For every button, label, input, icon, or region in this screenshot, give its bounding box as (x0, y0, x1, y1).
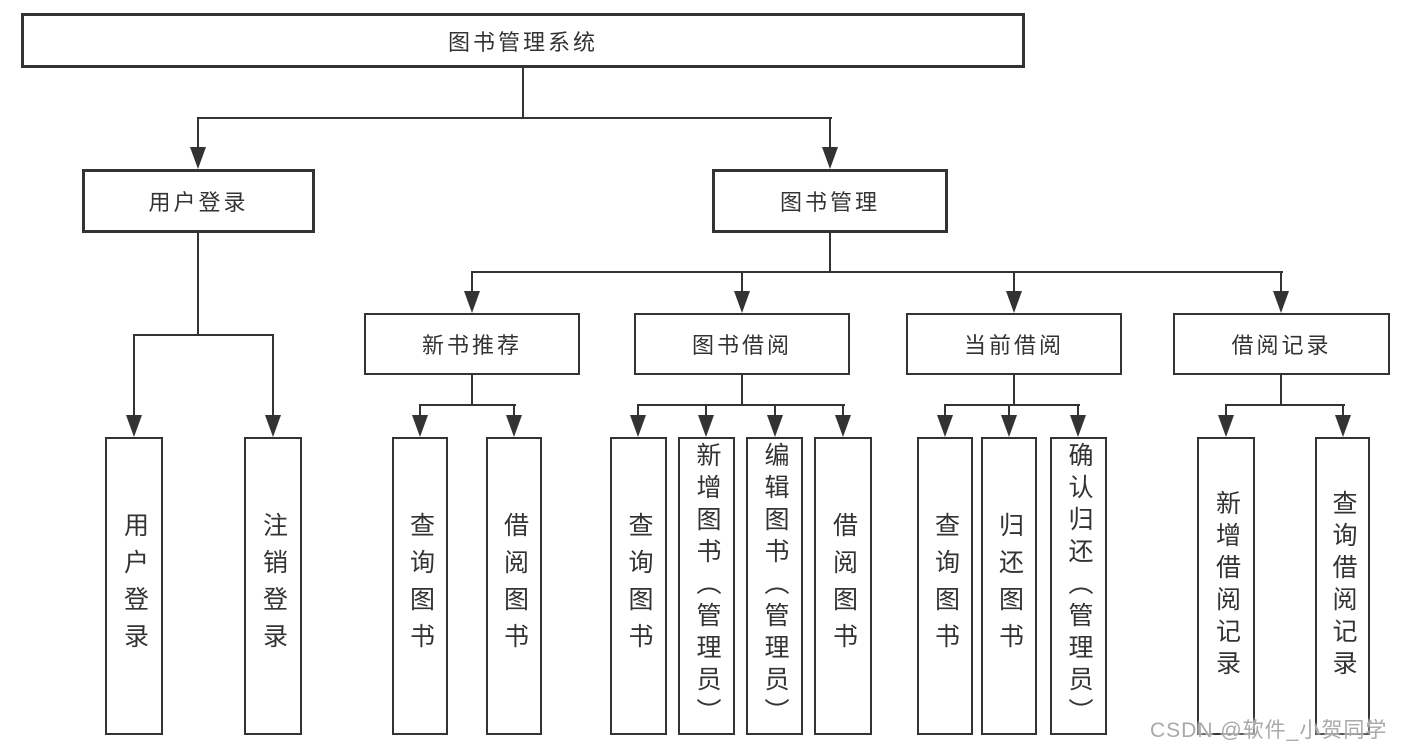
node-label: 借阅图书 (500, 512, 529, 660)
node-label: 用户登录 (148, 190, 249, 215)
connector-line (1013, 375, 1015, 406)
connector-line (944, 404, 1080, 406)
connector-line (741, 375, 743, 406)
node-user-login: 用户登录 (82, 169, 315, 233)
connector-line (1077, 404, 1079, 418)
arrowhead-down (190, 147, 206, 169)
arrowhead-down (506, 415, 522, 437)
connector-line (471, 271, 473, 295)
node-book-management: 图书管理 (712, 169, 948, 233)
connector-line (197, 117, 832, 119)
connector-line (1280, 375, 1282, 406)
node-label: 图书借阅 (691, 333, 792, 358)
leaf-bb-borrow-books: 借阅图书 (814, 437, 872, 735)
connector-line (842, 404, 844, 418)
arrowhead-down (126, 415, 142, 437)
leaf-bb-add-books-admin: 新增图书（管理员） (678, 437, 735, 735)
node-label: 确认归还（管理员） (1065, 442, 1093, 730)
node-label: 新书推荐 (421, 333, 522, 358)
leaf-bb-edit-books-admin: 编辑图书（管理员） (746, 437, 803, 735)
leaf-cb-query-books: 查询图书 (917, 437, 973, 735)
connector-line (419, 404, 421, 418)
connector-line (944, 404, 946, 418)
arrowhead-down (698, 415, 714, 437)
arrowhead-down (412, 415, 428, 437)
node-label: 注销登录 (259, 512, 288, 660)
connector-line (1280, 271, 1282, 295)
connector-line (471, 375, 473, 406)
connector-line (133, 334, 135, 418)
connector-line (1225, 404, 1345, 406)
connector-line (1225, 404, 1227, 418)
connector-line (1008, 404, 1010, 418)
connector-line (197, 117, 199, 150)
connector-line (471, 271, 1283, 273)
leaf-bb-query-books: 查询图书 (610, 437, 667, 735)
arrowhead-down (835, 415, 851, 437)
arrowhead-down (1001, 415, 1017, 437)
connector-line (1013, 271, 1015, 295)
leaf-cb-confirm-return-admin: 确认归还（管理员） (1050, 437, 1107, 735)
connector-line (133, 334, 274, 336)
node-new-book-recommend: 新书推荐 (364, 313, 580, 375)
node-label: 用户登录 (120, 512, 149, 660)
arrowhead-down (630, 415, 646, 437)
leaf-cb-return-books: 归还图书 (981, 437, 1037, 735)
arrowhead-down (1006, 291, 1022, 313)
connector-line (637, 404, 639, 418)
node-label: 新增图书（管理员） (693, 442, 721, 730)
csdn-watermark: CSDN @软件_小贺同学 (1150, 719, 1388, 742)
arrowhead-down (1218, 415, 1234, 437)
connector-line (829, 233, 831, 273)
connector-line (829, 117, 831, 150)
leaf-nb-query-books: 查询图书 (392, 437, 448, 735)
connector-line (637, 404, 845, 406)
leaf-user-login: 用户登录 (105, 437, 163, 735)
arrowhead-down (1273, 291, 1289, 313)
connector-line (197, 233, 199, 336)
leaf-br-query-record: 查询借阅记录 (1315, 437, 1370, 735)
arrowhead-down (1070, 415, 1086, 437)
arrowhead-down (822, 147, 838, 169)
node-label: 借阅记录 (1231, 333, 1332, 358)
node-label: 归还图书 (995, 512, 1024, 660)
arrowhead-down (464, 291, 480, 313)
connector-line (741, 271, 743, 295)
connector-line (272, 334, 274, 418)
node-label: 查询图书 (406, 512, 435, 660)
node-label: 当前借阅 (963, 333, 1064, 358)
node-current-borrowing: 当前借阅 (906, 313, 1122, 375)
node-label: 借阅图书 (829, 512, 858, 660)
node-label: 新增借阅记录 (1212, 490, 1241, 682)
arrowhead-down (265, 415, 281, 437)
leaf-logout: 注销登录 (244, 437, 302, 735)
node-book-borrowing: 图书借阅 (634, 313, 850, 375)
node-label: 查询图书 (625, 512, 653, 660)
leaf-nb-borrow-books: 借阅图书 (486, 437, 542, 735)
arrowhead-down (734, 291, 750, 313)
connector-line (1342, 404, 1344, 418)
node-borrow-records: 借阅记录 (1173, 313, 1390, 375)
node-label: 查询图书 (931, 512, 960, 660)
arrowhead-down (937, 415, 953, 437)
connector-line (419, 404, 516, 406)
node-root-library-system: 图书管理系统 (21, 13, 1025, 68)
connector-line (705, 404, 707, 418)
arrowhead-down (1335, 415, 1351, 437)
leaf-br-add-record: 新增借阅记录 (1197, 437, 1255, 735)
connector-line (513, 404, 515, 418)
arrowhead-down (767, 415, 783, 437)
node-label: 图书管理系统 (447, 29, 598, 55)
node-label: 图书管理 (779, 190, 880, 215)
node-label: 编辑图书（管理员） (761, 442, 789, 730)
connector-line (522, 68, 524, 119)
connector-line (774, 404, 776, 418)
node-label: 查询借阅记录 (1329, 490, 1357, 682)
